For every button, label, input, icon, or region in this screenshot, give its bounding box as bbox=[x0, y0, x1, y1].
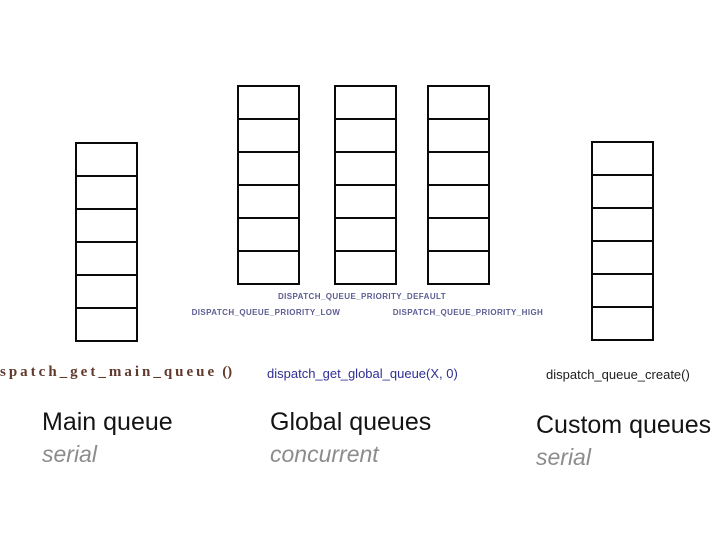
queue-slot bbox=[334, 118, 397, 153]
global-queues-subtitle: concurrent bbox=[270, 441, 379, 467]
queue-slot bbox=[237, 151, 300, 186]
queue-slot bbox=[591, 240, 654, 275]
global-low-priority-queue-stack bbox=[237, 85, 300, 285]
queue-slot bbox=[75, 175, 138, 210]
main-queue-title: Main queue bbox=[42, 408, 173, 436]
main-queue-function-name: spatch_get_main_queue bbox=[0, 364, 218, 380]
queue-slot bbox=[75, 307, 138, 342]
queue-slot bbox=[237, 217, 300, 252]
global-default-priority-queue-stack bbox=[334, 85, 397, 285]
queue-slot bbox=[237, 250, 300, 285]
queue-slot bbox=[427, 217, 490, 252]
queue-slot bbox=[237, 184, 300, 219]
queue-slot bbox=[591, 174, 654, 209]
queue-slot bbox=[334, 151, 397, 186]
global-high-priority-queue-stack bbox=[427, 85, 490, 285]
queue-slot bbox=[334, 250, 397, 285]
queue-slot bbox=[237, 118, 300, 153]
queue-slot bbox=[427, 118, 490, 153]
queue-slot bbox=[334, 184, 397, 219]
main-queue-stack bbox=[75, 142, 138, 342]
queue-slot bbox=[334, 217, 397, 252]
queue-slot bbox=[427, 85, 490, 120]
queue-slot bbox=[427, 151, 490, 186]
queue-slot bbox=[591, 273, 654, 308]
custom-queues-subtitle: serial bbox=[536, 444, 591, 470]
queue-slot bbox=[591, 141, 654, 176]
queue-slot bbox=[237, 85, 300, 120]
priority-low-label: DISPATCH_QUEUE_PRIORITY_LOW bbox=[191, 308, 341, 317]
global-queue-function-label: dispatch_get_global_queue(X, 0) bbox=[267, 366, 458, 381]
global-queues-title: Global queues bbox=[270, 408, 432, 436]
queue-slot bbox=[591, 207, 654, 242]
main-queue-function-label: spatch_get_main_queue() bbox=[0, 363, 232, 381]
queue-slot bbox=[427, 250, 490, 285]
queue-slot bbox=[334, 85, 397, 120]
main-queue-subtitle: serial bbox=[42, 441, 97, 467]
queue-slot bbox=[591, 306, 654, 341]
priority-high-label: DISPATCH_QUEUE_PRIORITY_HIGH bbox=[392, 308, 544, 317]
queue-slot bbox=[427, 184, 490, 219]
queue-slot bbox=[75, 241, 138, 276]
queue-slot bbox=[75, 274, 138, 309]
custom-queue-stack bbox=[591, 141, 654, 341]
queue-slot bbox=[75, 208, 138, 243]
queue-slot bbox=[75, 142, 138, 177]
priority-default-label: DISPATCH_QUEUE_PRIORITY_DEFAULT bbox=[278, 292, 446, 301]
main-queue-function-parens: () bbox=[222, 364, 233, 380]
custom-queue-function-label: dispatch_queue_create() bbox=[546, 367, 690, 382]
custom-queues-title: Custom queues bbox=[536, 411, 712, 439]
